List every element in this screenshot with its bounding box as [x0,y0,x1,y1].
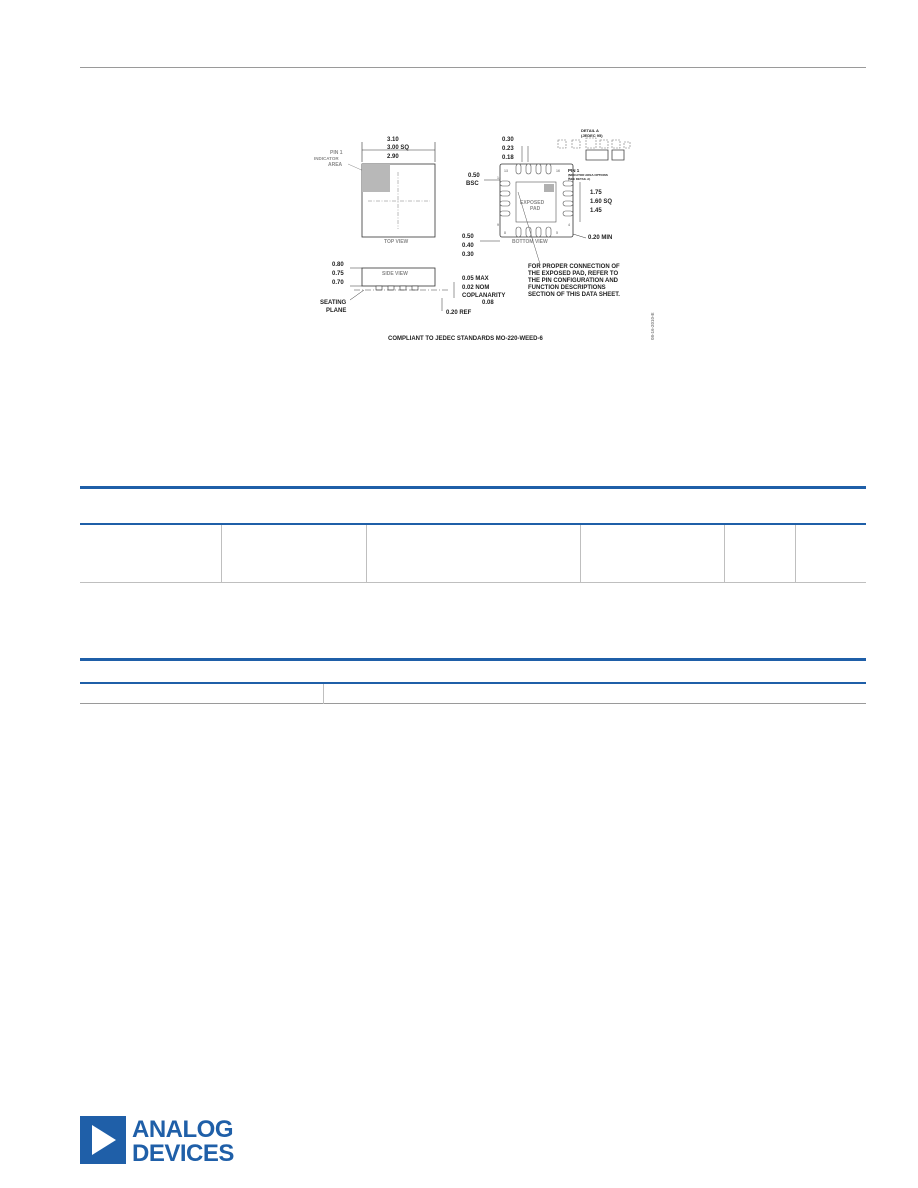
detail-label-1: DETAIL A [581,128,599,133]
drawing-code: 08-16-2010-E [650,312,655,340]
pin-number: 1 [568,176,570,180]
side-view-label: SIDE VIEW [382,271,408,277]
pin1-label-3: AREA [328,162,343,168]
pin-number: 8 [504,231,506,235]
bottom-view: 0.30 0.23 0.18 DETAIL A (JEDEC 95) 0.50 … [462,128,631,258]
pin-number: 5 [556,231,558,235]
note-line: THE PIN CONFIGURATION AND [528,278,619,284]
standoff-nom: 0.02 NOM [462,285,489,291]
compliance-note: COMPLIANT TO JEDEC STANDARDS MO-220-WEED… [388,336,543,342]
lead-width-max: 0.30 [502,137,514,143]
lead-length-nom: 0.40 [462,243,474,249]
lead-width-min: 0.18 [502,155,514,161]
package-outline-drawing: 3.10 3.00 SQ 2.90 PIN 1 INDICATOR AREA T… [290,128,660,350]
pin1-note-3: (SEE DETAIL A) [568,177,590,181]
table-cell [80,684,323,704]
table-cell [795,525,866,583]
table-cell [580,525,724,583]
lead-length-min: 0.30 [462,252,474,258]
top-dim-nom: 3.00 SQ [387,145,409,151]
table-row [80,684,866,704]
table-cell [723,525,796,583]
table-top-rule [80,682,866,684]
height-nom: 0.75 [332,271,344,277]
connection-note: FOR PROPER CONNECTION OF THE EXPOSED PAD… [517,191,620,298]
note-line: FOR PROPER CONNECTION OF [528,264,620,270]
pin1-label-1: PIN 1 [330,150,343,156]
ref-dim: 0.20 REF [446,310,472,316]
pad-dim-max: 1.75 [590,190,602,196]
analog-devices-logo: ANALOG DEVICES [80,1116,250,1168]
detail-label-2: (JEDEC 95) [581,133,603,138]
height-max: 0.80 [332,262,344,268]
table-cell [365,525,581,583]
pitch-value: 0.50 [468,173,480,179]
pin1-label-2: INDICATOR [314,156,339,161]
logo-word-2: DEVICES [132,1140,234,1167]
ordering-table [80,525,866,583]
top-view: 3.10 3.00 SQ 2.90 PIN 1 INDICATOR AREA T… [314,137,436,245]
pin-number: 9 [497,223,499,227]
pin-number: 12 [497,176,501,180]
note-line: FUNCTION DESCRIPTIONS [528,285,606,291]
pin-number: 13 [504,169,508,173]
seating-plane-1: SEATING [320,300,347,306]
seating-plane-2: PLANE [326,308,346,314]
logo-mark-icon [80,1116,126,1164]
bottom-view-label: BOTTOM VIEW [512,239,548,245]
pin-number: 16 [556,169,560,173]
top-dim-min: 2.90 [387,154,399,160]
height-min: 0.70 [332,280,344,286]
section-rule [80,486,866,489]
table-row [80,525,866,583]
pad-dim-nom: 1.60 SQ [590,199,612,205]
table-cell [322,684,866,704]
top-dim-max: 3.10 [387,137,399,143]
pad-label-1: EXPOSED [520,200,545,206]
min-dim: 0.20 MIN [588,235,612,241]
pin1-note-1: PIN 1 [568,168,580,173]
pad-dim-min: 1.45 [590,208,602,214]
pin-number: 4 [568,223,570,227]
table-top-rule [80,523,866,525]
top-view-label: TOP VIEW [384,239,409,245]
side-view: 0.80 0.75 0.70 SIDE VIEW SEATING PLANE 0… [320,262,505,316]
logo-word-1: ANALOG [132,1116,234,1143]
note-line: SECTION OF THIS DATA SHEET. [528,292,620,298]
pitch-bsc: BSC [466,181,479,187]
header-rule [80,67,866,68]
table-cell [221,525,367,583]
evaluation-table [80,684,866,704]
pin1-note-2: INDICATOR AREA OPTIONS [568,173,608,177]
table-cell [80,525,222,583]
coplanarity-value: 0.08 [482,300,494,306]
lead-width-nom: 0.23 [502,146,514,152]
standoff-max: 0.05 MAX [462,276,489,282]
lead-length-max: 0.50 [462,234,474,240]
pad-label-2: PAD [530,206,541,212]
section-rule [80,658,866,661]
coplanarity-label: COPLANARITY [462,293,505,299]
note-line: THE EXPOSED PAD, REFER TO [528,271,618,277]
